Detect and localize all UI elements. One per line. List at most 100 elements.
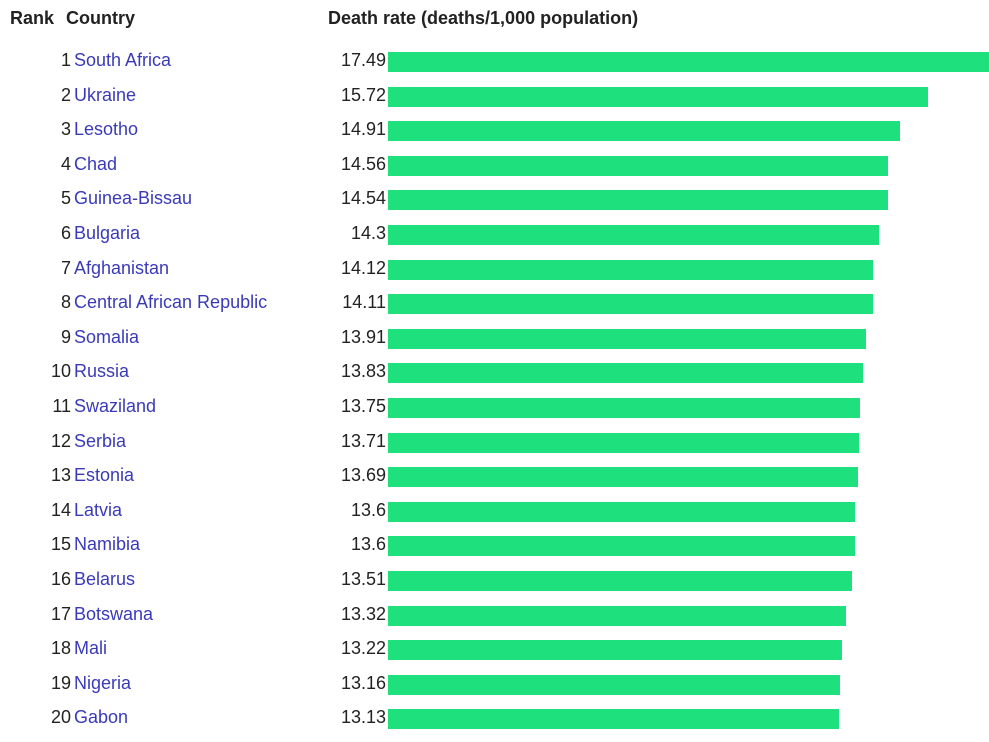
bar — [388, 605, 846, 626]
bar — [388, 190, 888, 211]
country-link[interactable]: South Africa — [74, 50, 172, 70]
country-link[interactable]: Botswana — [74, 603, 154, 624]
bar — [388, 467, 858, 488]
rank-label: 6 — [60, 223, 71, 243]
bar — [388, 640, 842, 661]
data-label: 13.6 — [350, 499, 386, 520]
death-rate-column-header: Death rate (deaths/1,000 population) — [328, 8, 639, 28]
country-link[interactable]: Namibia — [74, 534, 141, 555]
bar — [388, 536, 855, 557]
bar — [388, 52, 989, 72]
bar — [388, 674, 840, 695]
rank-label: 14 — [50, 499, 71, 520]
bar — [388, 328, 866, 349]
rank-label: 5 — [60, 188, 71, 209]
bar — [388, 86, 928, 107]
data-label: 13.91 — [340, 326, 386, 347]
data-label: 14.91 — [340, 119, 386, 140]
country-link[interactable]: Latvia — [74, 499, 123, 520]
country-link[interactable]: Gabon — [74, 707, 129, 728]
country-link[interactable]: Somalia — [74, 326, 140, 347]
country-link[interactable]: Afghanistan — [74, 257, 170, 278]
rank-label: 10 — [50, 361, 71, 382]
country-link[interactable]: Mali — [74, 638, 108, 659]
rank-label: 20 — [50, 707, 71, 728]
country-link[interactable]: Ukraine — [74, 84, 137, 105]
rank-label: 17 — [50, 603, 71, 624]
data-label: 13.22 — [340, 638, 386, 659]
rank-label: 1 — [60, 50, 71, 70]
bar — [388, 259, 873, 280]
bar — [388, 501, 855, 522]
country-link[interactable]: Belarus — [74, 569, 136, 589]
data-label: 14.3 — [350, 223, 386, 243]
country-link[interactable]: Serbia — [74, 430, 127, 451]
bar — [388, 294, 873, 315]
data-label: 13.32 — [340, 603, 386, 624]
country-link[interactable]: Guinea-Bissau — [74, 188, 193, 209]
country-column-header: Country — [66, 8, 135, 28]
bar — [388, 363, 863, 384]
rank-label: 3 — [60, 119, 71, 140]
country-link[interactable]: Bulgaria — [74, 223, 141, 243]
bar — [388, 709, 839, 730]
rank-label: 7 — [60, 257, 71, 278]
country-link[interactable]: Lesotho — [74, 119, 139, 140]
bar — [388, 432, 859, 453]
bar — [388, 155, 888, 176]
country-link[interactable]: Central African Republic — [74, 292, 268, 313]
data-label: 14.12 — [340, 257, 386, 278]
data-label: 13.69 — [340, 465, 386, 486]
country-link[interactable]: Estonia — [74, 465, 135, 486]
data-label: 14.56 — [340, 153, 386, 174]
country-link[interactable]: Chad — [74, 153, 118, 174]
rank-label: 4 — [60, 153, 71, 174]
data-label: 13.6 — [350, 534, 386, 555]
data-label: 13.13 — [340, 707, 386, 728]
rank-label: 18 — [50, 638, 71, 659]
country-link[interactable]: Nigeria — [74, 672, 132, 693]
rank-label: 11 — [52, 396, 71, 416]
country-link[interactable]: Russia — [74, 361, 130, 382]
data-label: 17.49 — [340, 50, 386, 70]
bar — [388, 121, 900, 142]
rank-label: 15 — [50, 534, 71, 555]
rank-label: 13 — [50, 465, 71, 486]
data-label: 13.83 — [340, 361, 386, 382]
country-link[interactable]: Swaziland — [74, 396, 157, 416]
bar — [388, 225, 879, 245]
data-label: 15.72 — [340, 84, 386, 105]
rank-label: 2 — [60, 84, 71, 105]
rank-label: 16 — [50, 569, 71, 589]
data-label: 13.75 — [340, 396, 386, 416]
rank-label: 8 — [60, 292, 71, 313]
data-label: 14.54 — [340, 188, 386, 209]
rank-label: 12 — [50, 430, 71, 451]
data-label: 13.51 — [340, 569, 386, 589]
data-label: 13.16 — [340, 672, 386, 693]
bar — [388, 571, 852, 591]
rank-column-header: Rank — [10, 8, 55, 28]
data-label: 13.71 — [340, 430, 386, 451]
rank-label: 9 — [60, 326, 71, 347]
rank-label: 19 — [50, 672, 71, 693]
